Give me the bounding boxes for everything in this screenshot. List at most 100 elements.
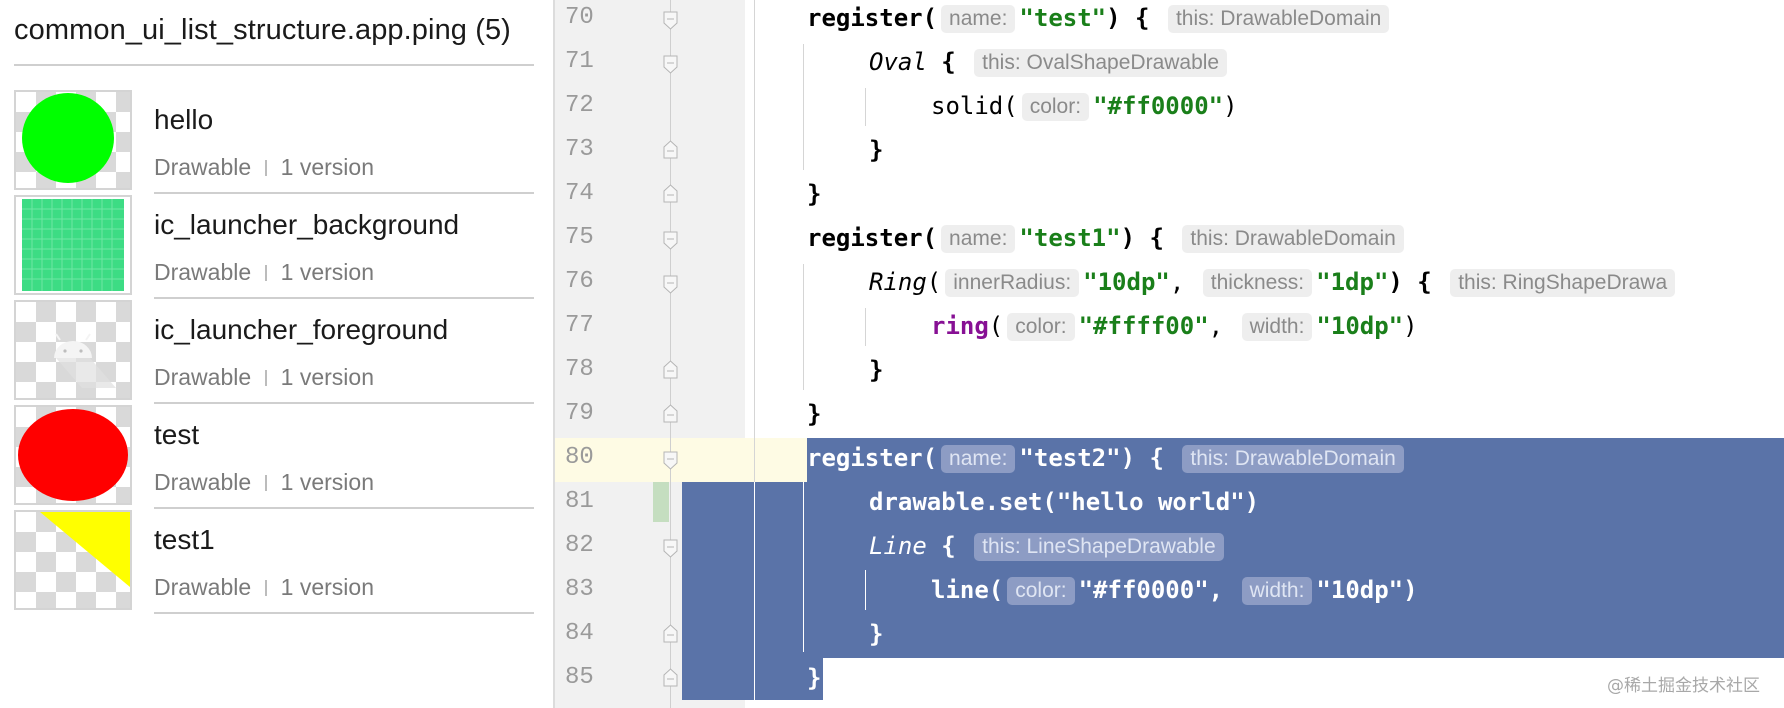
title-divider: [14, 64, 534, 66]
fold-collapse-icon[interactable]: [663, 539, 678, 558]
resource-type: Drawable: [154, 574, 252, 600]
param-hint: color:: [1007, 313, 1075, 341]
fold-collapse-icon[interactable]: [663, 11, 678, 30]
param-hint: innerRadius:: [945, 269, 1080, 297]
resource-name: test: [154, 419, 200, 450]
code-line-74[interactable]: }: [807, 180, 822, 208]
line-number: 80: [565, 444, 594, 471]
code-line-79[interactable]: }: [807, 400, 822, 428]
code-line-81[interactable]: drawable.set("hello world"): [869, 488, 1260, 516]
line-number: 77: [565, 312, 594, 339]
code-token: ,: [1208, 312, 1224, 340]
code-line-78[interactable]: }: [869, 356, 884, 384]
code-token: {: [926, 48, 956, 76]
fold-end-icon[interactable]: [663, 668, 678, 687]
indent-guide: [754, 482, 755, 700]
code-line-70[interactable]: register(name:"test") { this: DrawableDo…: [807, 0, 1393, 40]
code-token: ) {: [1106, 4, 1150, 32]
code-token: ): [1223, 92, 1238, 120]
code-line-73[interactable]: }: [869, 136, 884, 164]
fold-end-icon[interactable]: [663, 624, 678, 643]
line-number: 72: [565, 92, 594, 119]
code-line-72[interactable]: solid(color:"#ff0000"): [931, 84, 1238, 128]
param-hint: width:: [1241, 577, 1313, 605]
line-number: 82: [565, 532, 594, 559]
line-number: 83: [565, 576, 594, 603]
string-literal: "10dp": [1316, 576, 1404, 604]
code-line-76[interactable]: Ring(innerRadius:"10dp", thickness:"1dp"…: [869, 260, 1679, 304]
param-hint: name:: [941, 225, 1016, 253]
code-token: Line: [869, 532, 927, 560]
line-number: 75: [565, 224, 594, 251]
resource-name: hello: [154, 104, 214, 135]
indent-guide: [803, 44, 804, 170]
fold-guide: [670, 0, 671, 708]
code-line-83[interactable]: line(color:"#ff0000", width:"10dp"): [931, 568, 1418, 612]
watermark: @稀土掘金技术社区: [1607, 676, 1760, 696]
line-number: 84: [565, 620, 594, 647]
code-editor[interactable]: register(name:"test") { this: DrawableDo…: [745, 0, 1784, 708]
indent-guide: [865, 88, 866, 126]
meta-separator: [265, 475, 267, 491]
param-hint: color:: [1007, 577, 1075, 605]
code-line-80[interactable]: register(name:"test2") { this: DrawableD…: [807, 436, 1408, 480]
code-line-85[interactable]: }: [807, 664, 822, 692]
line-number: 70: [565, 4, 594, 31]
fold-end-icon[interactable]: [663, 184, 678, 203]
string-literal: "10dp": [1083, 268, 1170, 296]
code-line-71[interactable]: Oval { this: OvalShapeDrawable: [869, 40, 1231, 84]
receiver-hint: this: RingShapeDrawa: [1450, 269, 1676, 297]
meta-separator: [265, 370, 267, 386]
selection-block: [745, 658, 823, 700]
yellow-triangle-icon: [14, 510, 132, 610]
receiver-hint: this: DrawableDomain: [1182, 445, 1404, 473]
line-number: 73: [565, 136, 594, 163]
code-line-82[interactable]: Line { this: LineShapeDrawable: [869, 524, 1228, 568]
resource-file-title: common_ui_list_structure.app.ping (5): [14, 14, 511, 46]
panel-splitter[interactable]: [553, 0, 555, 708]
resource-type: Drawable: [154, 469, 252, 495]
line-number: 74: [565, 180, 594, 207]
resource-item-test[interactable]: test Drawable 1 version: [0, 405, 553, 525]
indent-guide: [803, 264, 804, 390]
fold-end-icon[interactable]: [663, 360, 678, 379]
fold-collapse-icon[interactable]: [663, 275, 678, 294]
editor-gutter: 70 71 72 73 74 75 76 77 78 79 80 81 82 8…: [555, 0, 745, 708]
fold-end-icon[interactable]: [663, 140, 678, 159]
code-token: ring: [931, 312, 989, 340]
selection-gutter: [682, 482, 745, 700]
indent-guide: [803, 482, 804, 652]
code-line-84[interactable]: }: [869, 620, 884, 648]
resource-name: ic_launcher_background: [154, 209, 460, 240]
string-literal: "test": [1019, 4, 1107, 32]
fold-collapse-icon[interactable]: [663, 231, 678, 250]
line-number: 76: [565, 268, 594, 295]
code-token: ): [1403, 576, 1418, 604]
receiver-hint: this: OvalShapeDrawable: [974, 49, 1228, 77]
resource-versions: 1 version: [280, 469, 374, 495]
code-token: Oval: [869, 48, 927, 76]
fold-collapse-icon[interactable]: [663, 55, 678, 74]
item-divider: [154, 192, 534, 194]
resource-type: Drawable: [154, 154, 252, 180]
code-line-75[interactable]: register(name:"test1") { this: DrawableD…: [807, 216, 1408, 260]
receiver-hint: this: DrawableDomain: [1167, 5, 1390, 33]
green-grid-icon: [14, 195, 132, 295]
current-line-highlight: [555, 438, 745, 482]
code-token: ,: [1208, 576, 1224, 604]
fold-end-icon[interactable]: [663, 404, 678, 423]
receiver-hint: this: DrawableDomain: [1182, 225, 1404, 253]
code-token: solid(: [931, 92, 1018, 120]
fold-collapse-icon[interactable]: [663, 451, 678, 470]
code-line-77[interactable]: ring(color:"#ffff00", width:"10dp"): [931, 304, 1418, 348]
string-literal: "#ff0000": [1078, 576, 1209, 604]
android-robot-icon: [14, 300, 132, 400]
